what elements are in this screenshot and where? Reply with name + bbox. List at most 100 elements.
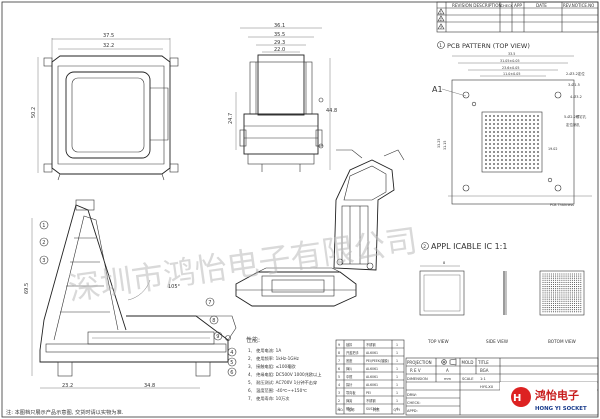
pad-dot: [578, 283, 580, 286]
pad-dot: [555, 311, 557, 313]
pad-dot: [505, 155, 507, 157]
pad-dot: [505, 167, 507, 169]
pad-dot: [542, 309, 544, 311]
pad-dot: [546, 281, 548, 283]
pad-dot: [509, 123, 511, 125]
pad-dot: [580, 292, 582, 294]
pad-dot: [563, 290, 565, 292]
pad-dot: [489, 135, 491, 137]
pad-dot: [501, 147, 503, 149]
pad-dot: [571, 277, 573, 279]
pad-dot: [565, 277, 567, 279]
pad-dot: [533, 139, 535, 141]
pad-dot: [489, 163, 491, 165]
pad-dot: [569, 281, 571, 283]
pad-dot: [521, 119, 523, 121]
pad-dot: [567, 307, 569, 309]
pad-dot: [546, 279, 548, 281]
pad-dot: [563, 279, 565, 281]
pad-dot: [567, 294, 569, 296]
pad-dot: [521, 127, 523, 129]
side-top-2: 35.5: [274, 32, 285, 38]
svg-text:H: H: [513, 393, 521, 404]
pad-dot: [517, 155, 519, 157]
pad-dot: [544, 304, 546, 307]
pad-dot: [555, 304, 557, 307]
pad-dot: [559, 286, 561, 288]
pad-dot: [489, 123, 491, 125]
pad-dot: [563, 288, 565, 290]
pad-dot: [573, 294, 576, 296]
pad-dot: [569, 292, 571, 294]
pad-dot: [580, 277, 582, 279]
pad-dot: [489, 131, 491, 133]
pad-dot: [485, 123, 487, 125]
front-height: 50.2: [31, 107, 37, 118]
pcb-note: 2-Ø3.2定位: [566, 71, 585, 76]
pad-dot: [555, 275, 557, 277]
pad-dot: [501, 159, 503, 161]
pad-dot: [550, 290, 552, 292]
parts-cell: 1: [396, 399, 398, 403]
pad-dot: [561, 309, 563, 311]
pad-dot: [578, 307, 580, 309]
pad-dot: [546, 275, 548, 277]
pad-dot: [521, 135, 523, 137]
parts-cell: 弹簧: [346, 398, 353, 403]
pad-dot: [509, 163, 511, 165]
pad-dot: [550, 309, 552, 311]
pad-dot: [571, 292, 573, 294]
pad-dot: [573, 307, 576, 309]
pad-dot: [559, 294, 561, 296]
pad-dot: [544, 300, 546, 302]
pad-dot: [485, 135, 487, 137]
pad-dot: [497, 119, 499, 121]
pad-dot: [565, 311, 567, 313]
pad-dot: [542, 277, 544, 279]
pcb-circle-num: 1: [439, 43, 442, 49]
pad-dot: [565, 309, 567, 311]
pad-dot: [544, 302, 546, 304]
pad-dot: [542, 300, 544, 302]
pad-dot: [555, 290, 557, 292]
pad-dot: [552, 275, 555, 277]
pad-dot: [513, 135, 515, 137]
parts-cell: 4: [338, 383, 340, 387]
pad-dot: [548, 292, 550, 294]
pad-dot: [550, 311, 552, 313]
pad-dot: [578, 288, 580, 290]
pad-dot: [542, 302, 544, 304]
side-top-4: 22.0: [274, 47, 285, 53]
pad-dot: [537, 159, 539, 161]
pad-dot: [501, 127, 503, 129]
pad-dot: [580, 298, 582, 300]
pad-dot: [544, 311, 546, 313]
pad-dot: [521, 123, 523, 125]
rev-value: A: [446, 368, 449, 373]
pad-dot: [529, 131, 531, 133]
pad-dot: [546, 296, 548, 298]
spec-item: 2、 使用频率: 1kHz-1GHz: [248, 355, 300, 362]
pad-dot: [537, 115, 539, 117]
pad-dot: [552, 304, 555, 307]
pad-dot: [552, 309, 555, 311]
pad-dot: [546, 290, 548, 292]
pad-dot: [580, 302, 582, 304]
pad-dot: [571, 302, 573, 304]
pad-dot: [548, 283, 550, 286]
pad-dot: [557, 294, 559, 296]
pad-dot: [561, 275, 563, 277]
pad-dot: [529, 119, 531, 121]
pad-dot: [533, 147, 535, 149]
pad-dot: [497, 127, 499, 129]
pad-dot: [542, 286, 544, 288]
parts-cell: AL6061: [366, 383, 378, 387]
pad-dot: [573, 300, 576, 302]
pad-dot: [567, 304, 569, 307]
pad-dot: [559, 300, 561, 302]
parts-cell: 1: [396, 383, 398, 387]
pad-dot: [559, 281, 561, 283]
balloon: 8: [212, 318, 215, 324]
pad-dot: [493, 135, 495, 137]
balloon: 7: [208, 300, 211, 306]
